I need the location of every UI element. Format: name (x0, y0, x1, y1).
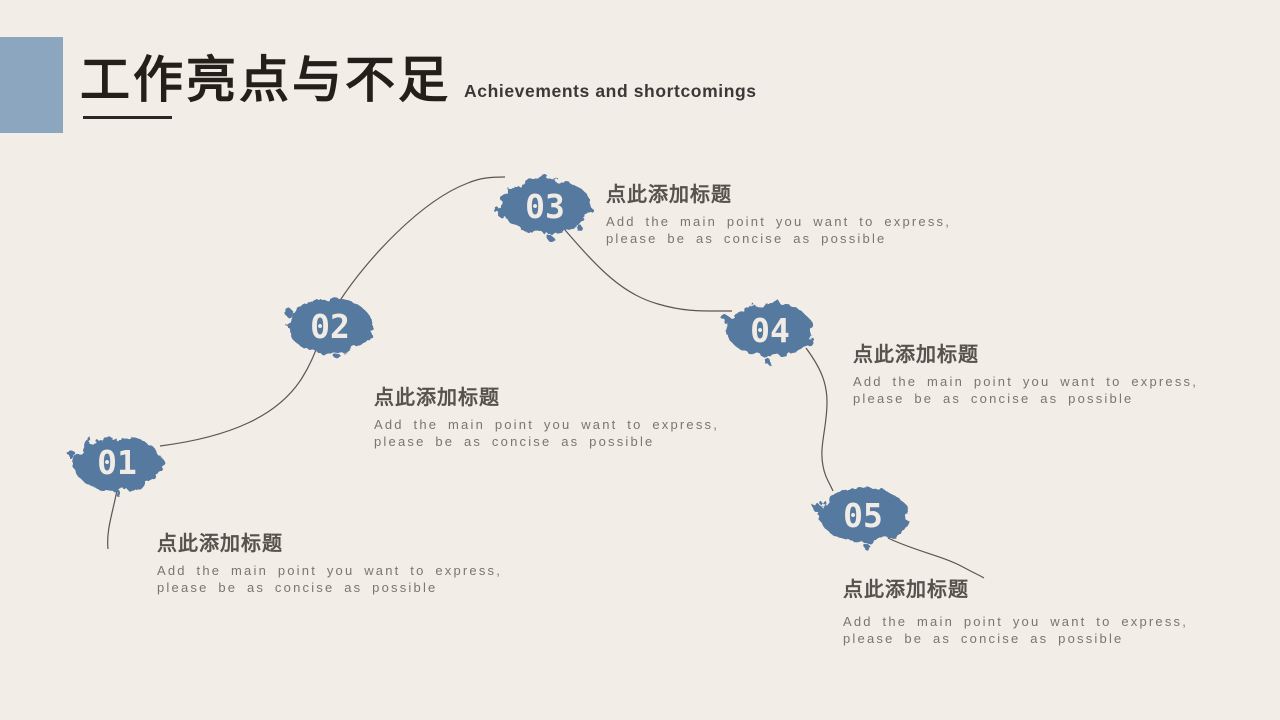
paint-splash-icon (814, 488, 909, 549)
step-node-03: 03 (490, 168, 600, 248)
step-body-line: Add the main point you want to express, (843, 614, 1189, 629)
step-body-line: Add the main point you want to express, (853, 374, 1199, 389)
step-body-line: please be as concise as possible (853, 390, 1134, 406)
page-subtitle: Achievements and shortcomings (464, 81, 757, 101)
step-body-line: please be as concise as possible (157, 579, 438, 595)
step-body-line: Add the main point you want to express, (374, 417, 720, 432)
step-body-line: please be as concise as possible (843, 630, 1124, 646)
step-node-05: 05 (808, 477, 918, 557)
step-node-01: 01 (62, 424, 172, 504)
step-title-placeholder[interactable]: 点此添加标题 (374, 387, 500, 409)
connector-tail-01 (107, 489, 118, 550)
step-text-block-05: 点此添加标题 Add the main point you want to ex… (843, 573, 1188, 647)
step-body-line: Add the main point you want to express, (157, 563, 503, 578)
step-number: 04 (750, 310, 790, 350)
step-number: 03 (525, 186, 565, 226)
step-title-placeholder[interactable]: 点此添加标题 (843, 579, 969, 601)
step-body-line: Add the main point you want to express, (606, 214, 952, 229)
paint-splash-icon (723, 303, 813, 364)
accent-square (0, 37, 63, 133)
step-node-02: 02 (275, 288, 385, 368)
step-text-block-04: 点此添加标题 Add the main point you want to ex… (853, 338, 1198, 407)
step-text-block-03: 点此添加标题 Add the main point you want to ex… (606, 178, 951, 247)
paint-splash-icon (284, 299, 373, 360)
connector-04-05 (805, 347, 834, 492)
step-text-block-02: 点此添加标题 Add the main point you want to ex… (374, 381, 719, 450)
step-title-placeholder[interactable]: 点此添加标题 (157, 533, 283, 555)
paint-splash-icon (67, 437, 163, 497)
step-title-placeholder[interactable]: 点此添加标题 (853, 344, 979, 366)
title-underline (83, 116, 172, 119)
step-number: 01 (97, 442, 137, 482)
step-number: 05 (843, 495, 883, 535)
step-text-block-01: 点此添加标题 Add the main point you want to ex… (157, 527, 502, 596)
connector-01-02-03 (159, 176, 506, 447)
step-body-line: please be as concise as possible (374, 433, 655, 449)
paint-splash-icon (496, 178, 591, 241)
page-title: 工作亮点与不足 (80, 52, 451, 108)
step-body-line: please be as concise as possible (606, 230, 887, 246)
step-node-04: 04 (715, 292, 825, 372)
connector-05-text (887, 537, 985, 579)
step-title-placeholder[interactable]: 点此添加标题 (606, 184, 732, 206)
step-number: 02 (310, 306, 350, 346)
connector-03-04 (564, 229, 733, 312)
